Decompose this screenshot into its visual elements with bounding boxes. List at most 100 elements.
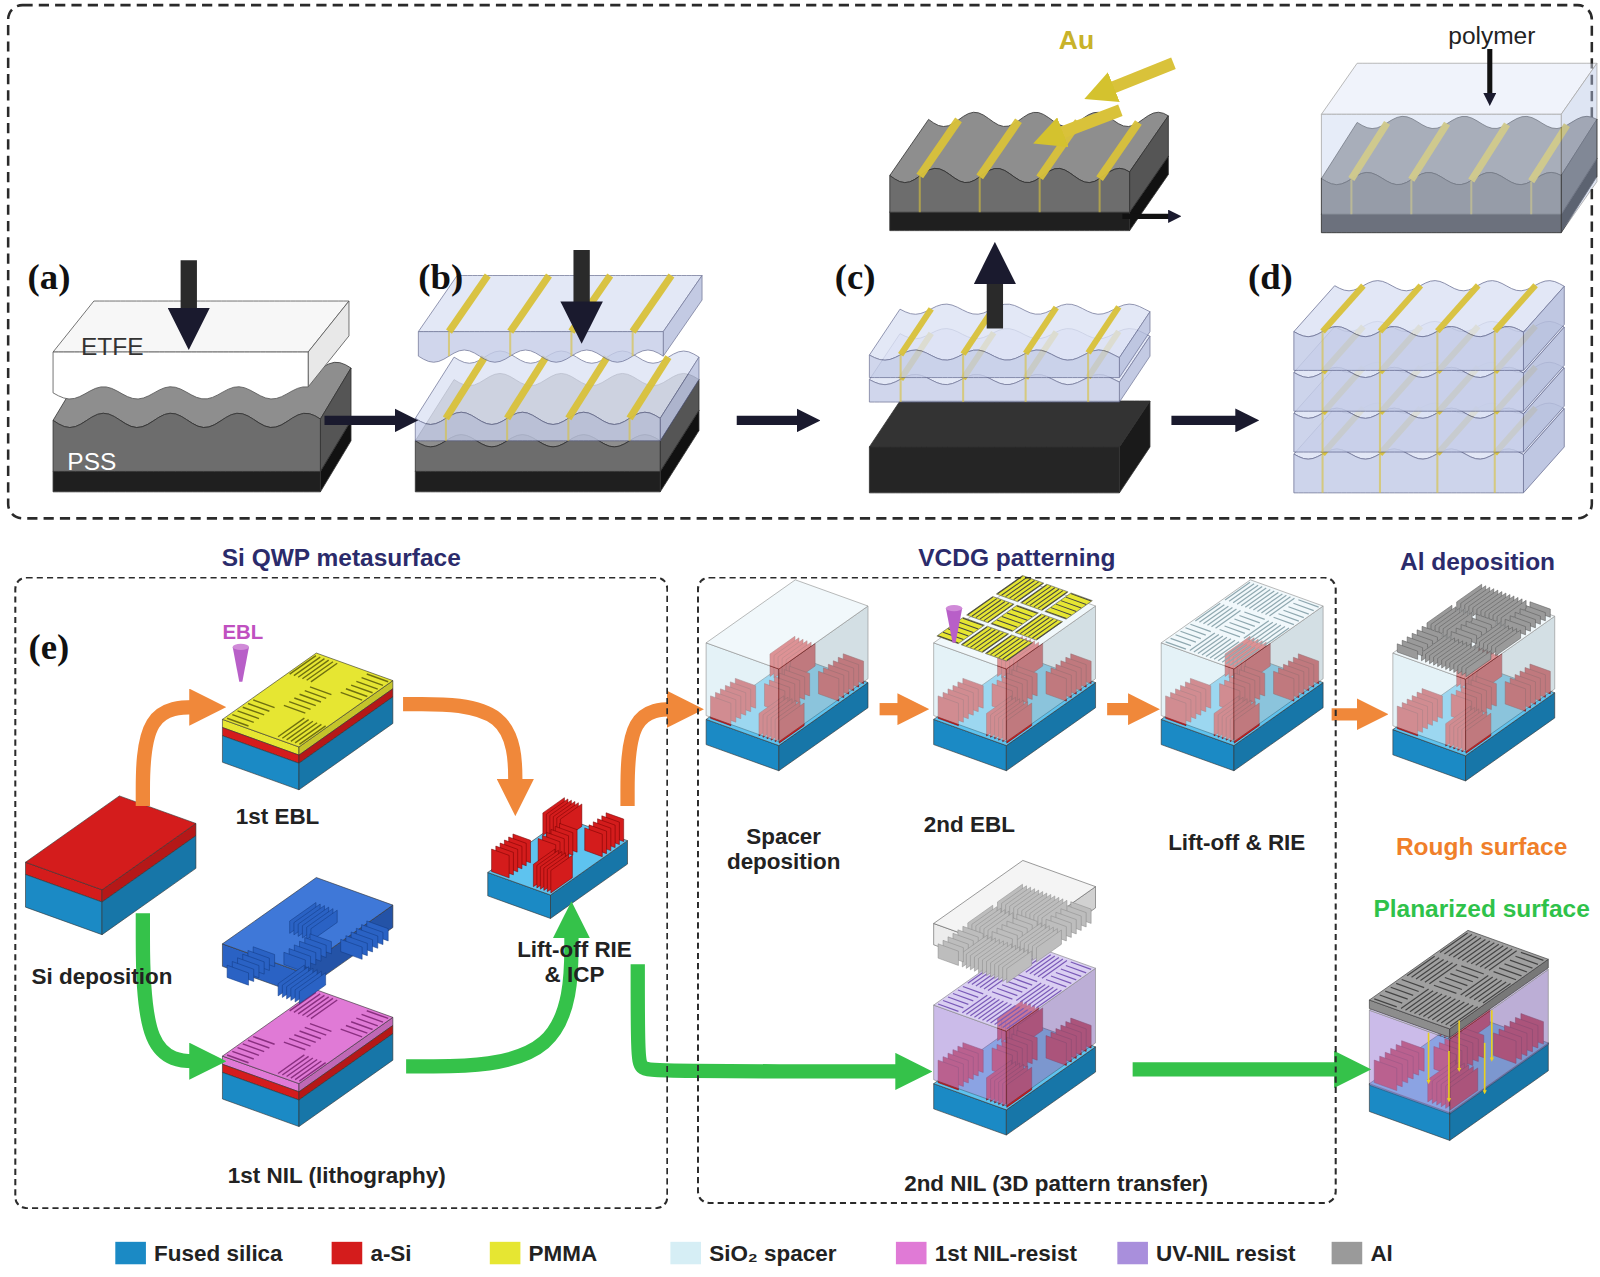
grating: [1397, 584, 1550, 677]
lift-arrow: [987, 267, 1003, 328]
step-label: 2nd EBL: [924, 812, 1015, 838]
grating-line: [341, 692, 362, 700]
pen-top: [946, 605, 962, 611]
legend-label: SiO₂ spacer: [709, 1241, 836, 1268]
step-arrow: [1122, 214, 1173, 219]
material-label: ETFE: [81, 333, 144, 361]
gold-stripe-edge: [448, 332, 450, 356]
gold-stripe: [1100, 123, 1139, 179]
grating-fin: [551, 855, 573, 893]
sample-block: [26, 796, 196, 935]
grating-line: [307, 998, 333, 1017]
grating-fin: [227, 965, 248, 985]
step-arrow: [737, 416, 806, 425]
gold-stripe: [1437, 285, 1478, 331]
grating-line: [295, 1061, 321, 1080]
block-top-face: [1369, 930, 1548, 1029]
resist-tile: [985, 635, 1032, 661]
grating-line: [1036, 990, 1061, 1008]
grating-fin: [341, 939, 362, 959]
gold-stripe: [901, 309, 932, 355]
grating-line: [227, 1055, 248, 1063]
panel-letter: (d): [1248, 256, 1293, 298]
step-label: 1st NIL (lithography): [228, 1163, 446, 1189]
slab-side: [660, 357, 699, 441]
grating-line: [1450, 1007, 1478, 1026]
grating-line: [1234, 649, 1259, 667]
grating-line: [1003, 641, 1028, 659]
panel-letter: (b): [418, 256, 463, 298]
slab-side: [308, 301, 349, 387]
gold-stripe-edge: [1436, 331, 1438, 370]
grating-pattern: [1374, 933, 1543, 1026]
material-label: Au: [1059, 26, 1094, 57]
grating-line: [227, 718, 248, 726]
gold-stripe-edge: [900, 355, 902, 378]
slab-front: [1294, 408, 1524, 452]
press-arrow: [573, 250, 589, 318]
gold-stripe-edge: [1099, 179, 1101, 213]
step-label: Spacer deposition: [717, 823, 850, 875]
gold-stripe-edge: [1436, 372, 1438, 411]
legend-label: UV-NIL resist: [1156, 1241, 1295, 1268]
grating-line: [1480, 947, 1508, 966]
sample-block: [1393, 590, 1555, 752]
grating-line: [1032, 989, 1057, 1007]
sample-block: [1161, 580, 1323, 742]
gold-stripe-edge: [1494, 372, 1496, 411]
grating-line: [1003, 1010, 1028, 1028]
grating-line: [302, 660, 328, 679]
sample-block: [934, 942, 1096, 1106]
gold-stripe-edge: [509, 332, 511, 356]
grating-line: [1007, 643, 1032, 661]
material-label: PSS: [67, 447, 116, 475]
gold-stripe-edge: [1322, 413, 1324, 452]
material-label: polymer: [1448, 22, 1535, 50]
gold-stripe-edge: [1322, 372, 1324, 411]
sample-block: [706, 580, 868, 742]
grating-fin: [1036, 930, 1061, 962]
gold-stripe-edge: [1025, 353, 1027, 377]
sample-block: [934, 580, 1096, 742]
grating: [492, 798, 624, 893]
grating-fin: [299, 973, 325, 1004]
light-arrow: [1448, 1051, 1450, 1100]
gold-stripe: [1323, 286, 1364, 332]
gold-stripe-edge: [1087, 353, 1089, 378]
slab-side: [1561, 63, 1597, 232]
process-arrow: [628, 709, 682, 806]
block-top-face: [222, 653, 392, 747]
grating-fin: [1496, 630, 1521, 656]
slab: [1321, 63, 1597, 232]
slab: [869, 401, 1150, 493]
grating-line: [1479, 982, 1507, 1001]
panel-letter: (c): [835, 256, 876, 298]
gold-stripe-edge: [445, 418, 447, 440]
gold-stripe-edge: [919, 176, 921, 212]
slab-side: [1119, 312, 1150, 378]
gold-stripe-edge: [1039, 178, 1041, 212]
slab: [1294, 281, 1564, 371]
slab-front: [869, 350, 1119, 378]
process-arrow: [880, 703, 911, 715]
dashed-group-box: Si QWP metasurface: [14, 577, 668, 1210]
grating-line: [1256, 625, 1281, 643]
process-arrow: [1133, 1062, 1349, 1076]
slab-front: [1294, 449, 1524, 493]
slab-front: [1294, 327, 1524, 371]
panel-letter: (e): [29, 627, 70, 669]
gold-stripe-edge: [506, 418, 508, 440]
light-arrow: [1428, 1033, 1430, 1082]
legend-label: a-Si: [370, 1241, 411, 1268]
slab-front: [1321, 114, 1561, 232]
slab-front: [415, 471, 660, 491]
gold-stripe-edge: [1379, 331, 1381, 370]
slab-front: [1294, 367, 1524, 411]
block-left-face: [222, 736, 299, 790]
step-label: Si deposition: [32, 964, 173, 990]
legend-swatch: [115, 1242, 146, 1264]
grating-line: [307, 662, 333, 681]
grating-line: [938, 1004, 958, 1011]
gold-stripe-edge: [1494, 331, 1496, 370]
